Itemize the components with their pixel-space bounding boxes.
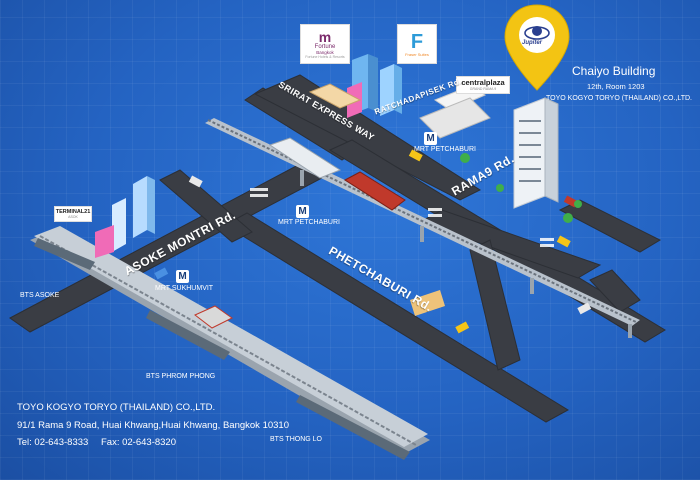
crosswalk-1	[250, 188, 268, 191]
fortune-tag: Fortune Hotels & Resorts	[305, 54, 345, 59]
mrt-train	[268, 137, 342, 179]
road-network	[9, 74, 666, 423]
contact-fax: Fax: 02-643-8320	[101, 437, 176, 448]
car-yellow-3	[455, 321, 470, 334]
station-label-bts-phrom-phong[interactable]: BTS PHROM PHONG	[146, 373, 216, 380]
chaiyo-building	[513, 97, 546, 209]
office-company: TOYO KOGYO TORYO (THAILAND) CO.,LTD.	[546, 95, 692, 102]
trains	[194, 137, 406, 329]
bts-platform-phrom-phong	[146, 310, 230, 360]
mrt-icon: M	[424, 132, 437, 145]
central-plaza-base	[419, 97, 491, 139]
road-petchaburi	[224, 212, 569, 423]
mrt-icon: M	[296, 205, 309, 218]
crosswalk-4	[428, 214, 442, 217]
tower-fraser-side	[394, 64, 402, 114]
bts-deck-top	[34, 226, 428, 447]
tree	[574, 200, 582, 208]
window-row	[519, 144, 541, 146]
fortune-hotel-logo: m Fortune Bangkok Fortune Hotels & Resor…	[300, 24, 350, 64]
window-row	[519, 132, 541, 134]
station-label-mrt-petchaburi[interactable]: MRT PETCHABURI	[278, 219, 340, 226]
chaiyo-windows	[519, 120, 541, 182]
bts-platform-asoke	[34, 238, 95, 270]
bts-rail-line	[30, 226, 430, 460]
tower-fraser	[380, 64, 394, 116]
central-plaza-name: centralplaza	[461, 78, 505, 87]
car-blue-1	[154, 267, 169, 280]
window-row	[519, 180, 541, 182]
tower-terminal21-side	[147, 176, 155, 234]
station-label-mrt-rama9[interactable]: MRT PETCHABURI	[414, 146, 476, 153]
contact-company: TOYO KOGYO TORYO (THAILAND) CO.,LTD.	[17, 402, 216, 413]
pin-logo-text: Jupiter	[522, 40, 543, 46]
tree	[460, 153, 470, 163]
tower-terminal21-b	[112, 198, 126, 252]
window-row	[519, 120, 541, 122]
rail-pillar-2	[420, 226, 424, 242]
contact-tel[interactable]: Tel: 02-643-8333	[17, 437, 89, 448]
building-pink-2	[95, 225, 114, 258]
car-yellow-2	[556, 235, 571, 248]
tree	[496, 184, 504, 192]
window-row	[519, 168, 541, 170]
car-white-2	[577, 302, 592, 315]
office-room: 12th, Room 1203	[587, 82, 645, 91]
contact-address: 91/1 Rama 9 Road, Huai Khwang,Huai Khwan…	[17, 420, 289, 431]
shop-row	[308, 83, 362, 109]
tree	[563, 213, 573, 223]
crosswalks	[250, 188, 554, 247]
freight-train	[344, 171, 406, 211]
crosswalk-2	[250, 194, 268, 197]
fortune-city: Bangkok	[316, 49, 334, 55]
fraser-f-icon: F	[410, 30, 424, 53]
chaiyo-building-side	[544, 97, 559, 203]
crosswalk-5	[540, 238, 554, 241]
window-row	[519, 156, 541, 158]
bts-platform-thong-lo	[296, 395, 410, 460]
road-cross-far	[589, 269, 641, 313]
mrt-icon: M	[176, 270, 189, 283]
station-label-bts-asoke[interactable]: BTS ASOKE	[20, 292, 60, 299]
rail-pillar-1	[300, 170, 304, 186]
fraser-suites-logo: F Fraser Suites	[397, 24, 437, 64]
terminal21-sub: ASOK	[68, 215, 78, 219]
fortune-m-icon: m	[318, 28, 332, 45]
terminal21-logo: TERMINAL21 ASOK	[54, 206, 92, 222]
trees	[460, 153, 582, 223]
crosswalk-3	[428, 208, 442, 211]
station-label-bts-thong-lo[interactable]: BTS THONG LO	[270, 436, 322, 443]
car-white-1	[188, 175, 203, 188]
tower-fortune-side	[368, 54, 378, 112]
terminal21-name: TERMINAL21	[55, 209, 91, 215]
bts-train	[194, 305, 233, 329]
crosswalk-6	[540, 244, 554, 247]
fraser-name: Fraser Suites	[405, 51, 429, 57]
car-yellow-1	[408, 149, 423, 162]
central-plaza-sub: GRAND RAMA 9	[469, 87, 497, 91]
rail-pillar-4	[628, 324, 632, 338]
tower-terminal21	[133, 176, 147, 238]
station-label-mrt-sukhumvit[interactable]: MRT SUKHUMVIT	[155, 285, 214, 292]
shop-bus	[410, 290, 445, 316]
rail-track	[207, 119, 637, 323]
fortune-name: Fortune	[314, 43, 336, 50]
central-plaza-logo: centralplaza GRAND RAMA 9	[456, 76, 510, 94]
office-building-name: Chaiyo Building	[572, 64, 656, 78]
location-pin[interactable]	[504, 4, 570, 91]
road-cross-center	[469, 239, 521, 371]
road-cross-west	[159, 169, 253, 243]
rail-pillar-3	[530, 278, 534, 294]
road-cross-east	[558, 199, 662, 253]
jupiter-planet-icon	[532, 26, 542, 36]
